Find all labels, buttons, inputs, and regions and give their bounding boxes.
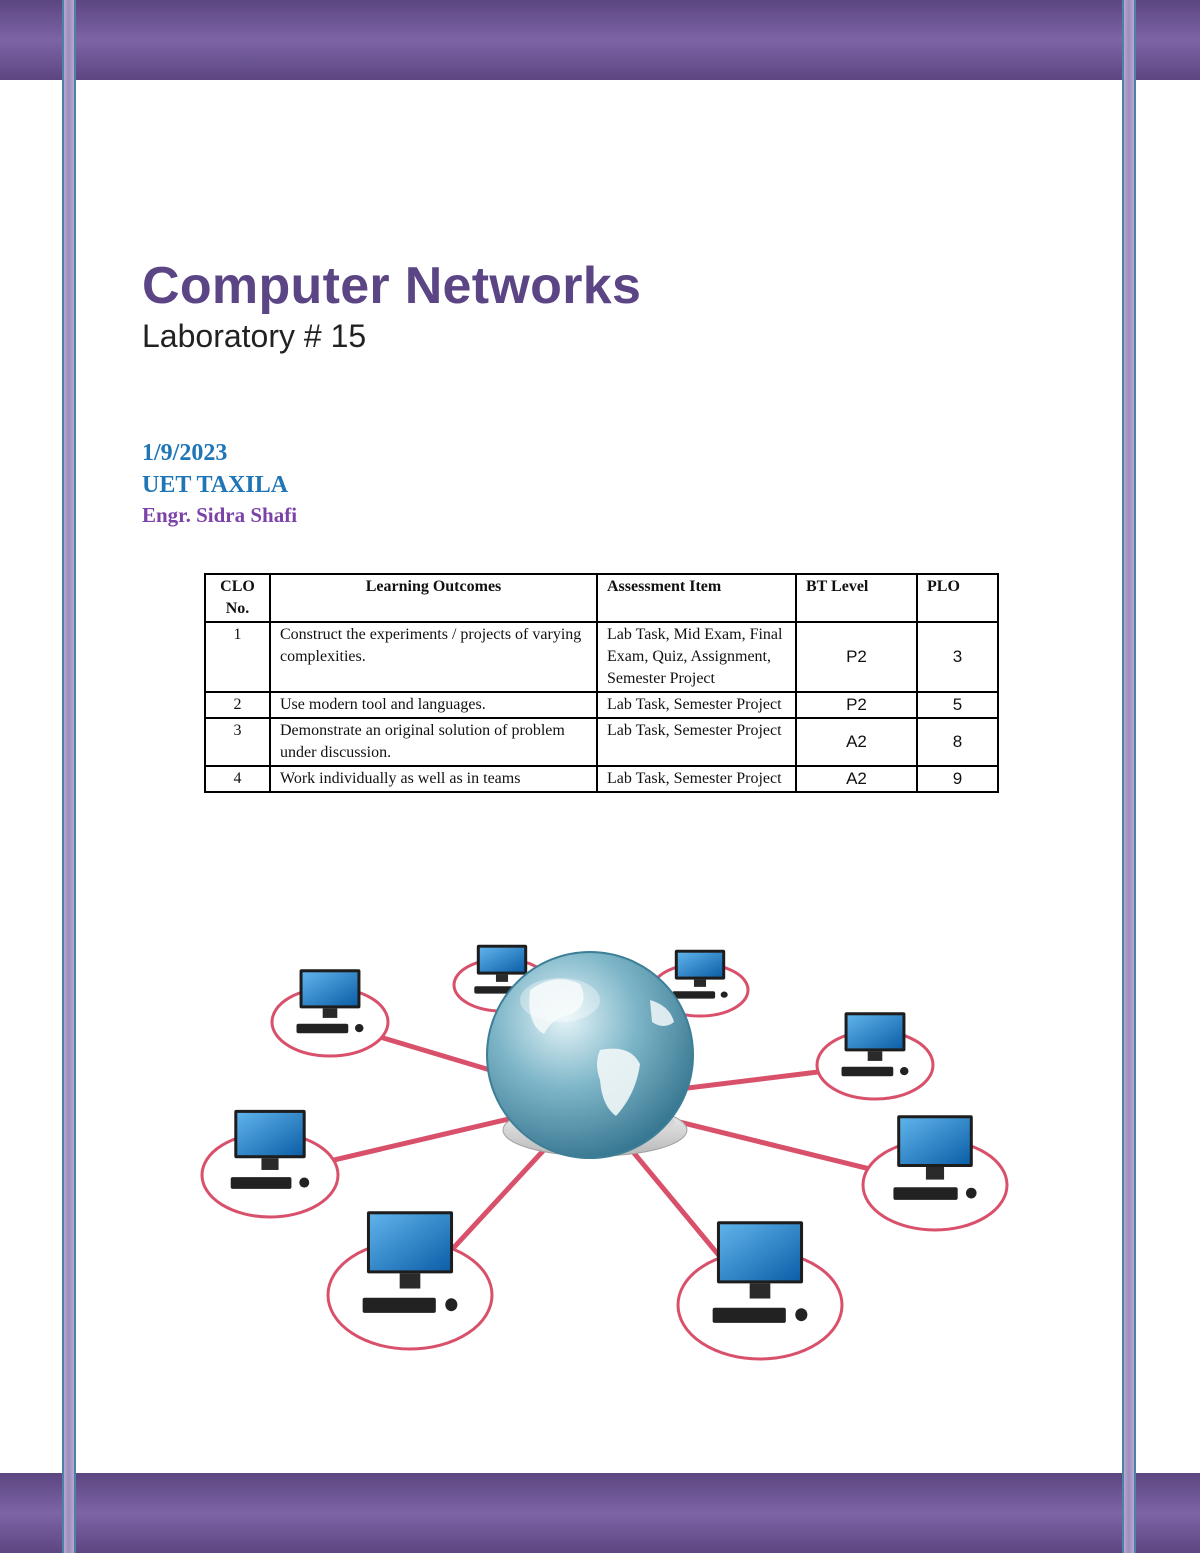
- desktop-computer-icon: [676, 1221, 844, 1361]
- clo-table: CLO No. Learning Outcomes Assessment Ite…: [204, 573, 999, 793]
- document-subtitle: Laboratory # 15: [142, 318, 367, 354]
- cell-clo-no: 2: [204, 691, 271, 719]
- cell-assessment-item: Lab Task, Mid Exam, Final Exam, Quiz, As…: [596, 621, 797, 693]
- desktop-computer-icon: [326, 1211, 494, 1351]
- cell-assessment-item: Lab Task, Semester Project: [596, 717, 797, 767]
- cell-bt-level: P2: [795, 691, 918, 719]
- cell-plo: 9: [916, 765, 999, 793]
- desktop-computer-icon: [270, 969, 390, 1058]
- bottom-decorative-band: [0, 1473, 1200, 1553]
- cell-learning-outcome: Construct the experiments / projects of …: [269, 621, 598, 693]
- header-bt-level: BT Level: [795, 573, 918, 623]
- document-title: Computer Networks: [142, 257, 642, 315]
- cell-clo-no: 4: [204, 765, 271, 793]
- header-assessment-item: Assessment Item: [596, 573, 797, 623]
- cell-bt-level: P2: [795, 621, 918, 693]
- cell-learning-outcome: Use modern tool and languages.: [269, 691, 598, 719]
- network-nodes: [200, 944, 1009, 1361]
- cell-assessment-item: Lab Task, Semester Project: [596, 691, 797, 719]
- document-date: 1/9/2023: [142, 440, 228, 466]
- cell-plo: 8: [916, 717, 999, 767]
- cell-clo-no: 1: [204, 621, 271, 693]
- header-plo: PLO: [916, 573, 999, 623]
- globe-icon: [486, 951, 694, 1159]
- desktop-computer-icon: [200, 1109, 340, 1219]
- cell-assessment-item: Lab Task, Semester Project: [596, 765, 797, 793]
- table-row: 2 Use modern tool and languages. Lab Tas…: [204, 691, 999, 719]
- cell-learning-outcome: Work individually as well as in teams: [269, 765, 598, 793]
- desktop-computer-icon: [815, 1012, 935, 1101]
- cell-bt-level: A2: [795, 765, 918, 793]
- table-row: 3 Demonstrate an original solution of pr…: [204, 717, 999, 767]
- desktop-computer-icon: [861, 1115, 1009, 1232]
- left-decorative-bar: [62, 0, 76, 1553]
- network-illustration: [200, 944, 1009, 1361]
- table-row: 4 Work individually as well as in teams …: [204, 765, 999, 793]
- table-header-row: CLO No. Learning Outcomes Assessment Ite…: [204, 573, 999, 623]
- organization-name: UET TAXILA: [142, 472, 289, 498]
- table-row: 1 Construct the experiments / projects o…: [204, 621, 999, 693]
- cell-bt-level: A2: [795, 717, 918, 767]
- cell-plo: 5: [916, 691, 999, 719]
- cell-clo-no: 3: [204, 717, 271, 767]
- right-decorative-bar: [1122, 0, 1136, 1553]
- top-decorative-band: [0, 0, 1200, 80]
- author-name: Engr. Sidra Shafi: [142, 503, 298, 527]
- header-clo-no: CLO No.: [204, 573, 271, 623]
- cell-learning-outcome: Demonstrate an original solution of prob…: [269, 717, 598, 767]
- header-learning-outcomes: Learning Outcomes: [269, 573, 598, 623]
- cell-plo: 3: [916, 621, 999, 693]
